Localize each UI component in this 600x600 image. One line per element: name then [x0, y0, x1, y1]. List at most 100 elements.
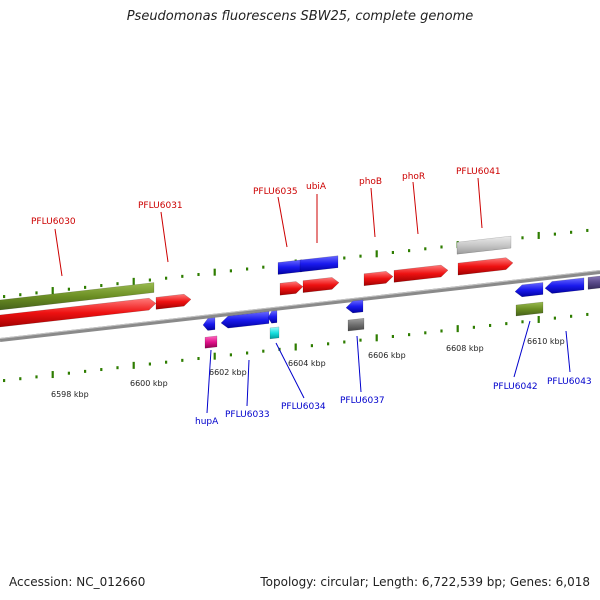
inner-ruler-tick [19, 377, 22, 381]
genome-backbone-highlight [0, 270, 600, 339]
gene-features [0, 235, 600, 349]
inner-ruler-tick [213, 352, 216, 360]
feature-olive-6042 [515, 301, 544, 317]
accession-text: Accession: NC_012660 [9, 575, 146, 589]
gene-label-phoB[interactable]: phoB [359, 177, 382, 187]
outer-ruler-tick [440, 245, 443, 249]
outer-ruler-tick [51, 287, 54, 295]
inner-ruler-tick [408, 333, 411, 337]
scale-label-6608: 6608 kbp [446, 344, 484, 353]
feature-cds-PFLU6037 [345, 299, 364, 314]
feature-gray-6037 [347, 317, 365, 332]
inner-ruler-tick [456, 325, 459, 333]
inner-ruler-tick [181, 358, 184, 362]
inner-ruler-tick [375, 334, 378, 342]
outer-ruler-tick [197, 273, 200, 277]
feature-cds-phoR [393, 264, 449, 283]
gene-label-PFLU6030[interactable]: PFLU6030 [31, 217, 76, 227]
inner-ruler-tick [84, 369, 87, 373]
outer-ruler-tick [67, 287, 70, 291]
feature-cds-PFLU6041 [457, 257, 514, 276]
inner-ruler-tick [570, 314, 573, 318]
scale-label-6598: 6598 kbp [51, 390, 89, 399]
feature-cds-ubiA [302, 277, 340, 293]
outer-ruler-tick [165, 276, 168, 280]
scale-label-6610: 6610 kbp [527, 337, 565, 346]
gene-label-PFLU6035[interactable]: PFLU6035 [253, 187, 298, 197]
feature-cds-PFLU6033 [220, 311, 270, 329]
outer-ruler-tick [213, 268, 216, 276]
outer-ruler-tick [343, 256, 346, 260]
inner-ruler-tick [262, 349, 265, 353]
inner-ruler-tick [165, 360, 168, 364]
inner-ruler-tick [586, 312, 589, 316]
inner-ruler-tick [310, 344, 313, 348]
genome-summary-text: Topology: circular; Length: 6,722,539 bp… [260, 575, 590, 589]
gene-label-PFLU6042[interactable]: PFLU6042 [493, 382, 538, 392]
scale-label-6600: 6600 kbp [130, 379, 168, 388]
scale-label-6606: 6606 kbp [368, 351, 406, 360]
inner-ruler-tick [116, 366, 119, 370]
feature-cds-PFLU6035 [279, 281, 304, 296]
outer-ruler-tick [408, 249, 411, 253]
gene-label-PFLU6043[interactable]: PFLU6043 [547, 377, 592, 387]
inner-ruler-tick [148, 362, 151, 366]
outer-ruler-tick [537, 231, 540, 239]
inner-ruler-tick [3, 379, 6, 383]
gene-label-PFLU6033[interactable]: PFLU6033 [225, 410, 270, 420]
genome-backbone [0, 270, 600, 342]
feature-gray-6041 [456, 235, 512, 255]
inner-ruler-tick [472, 325, 475, 329]
outer-ruler-tick [3, 295, 6, 299]
feature-cds-PFLU6030 [0, 297, 157, 328]
gene-label-PFLU6041[interactable]: PFLU6041 [456, 167, 501, 177]
scale-label-6602: 6602 kbp [209, 368, 247, 377]
inner-ruler-tick [505, 322, 508, 326]
gene-label-PFLU6037[interactable]: PFLU6037 [340, 396, 385, 406]
inner-ruler-tick [51, 371, 54, 379]
feature-cds-PFLU6034 [267, 310, 278, 324]
feature-blue-6035 [277, 259, 303, 275]
inner-ruler-ticks [3, 312, 589, 383]
outer-ruler-tick [586, 228, 589, 232]
inner-ruler-tick [229, 353, 232, 357]
outer-ruler-tick [262, 265, 265, 269]
outer-ruler-tick [148, 278, 151, 282]
outer-ruler-tick [181, 274, 184, 278]
feature-cds-PFLU6043 [544, 277, 585, 294]
outer-ruler-tick [359, 254, 362, 258]
inner-ruler-tick [67, 371, 70, 375]
outer-ruler-tick [424, 247, 427, 251]
reverse-gene-labels: hupA PFLU6033 PFLU6034 PFLU6037 PFLU6042… [195, 320, 592, 427]
inner-ruler-tick [553, 316, 556, 320]
gene-label-phoR[interactable]: phoR [402, 172, 425, 182]
inner-ruler-tick [489, 323, 492, 327]
inner-ruler-tick [537, 315, 540, 323]
outer-ruler-tick [553, 232, 556, 236]
inner-ruler-tick [246, 351, 249, 355]
outer-ruler-tick [35, 291, 38, 295]
feature-pink-hupA [204, 335, 218, 349]
inner-ruler-tick [100, 368, 103, 372]
feature-cds-PFLU6031 [155, 293, 192, 310]
inner-ruler-tick [391, 334, 394, 338]
gene-label-ubiA[interactable]: ubiA [306, 182, 327, 192]
inner-ruler-tick [359, 338, 362, 342]
gene-label-hupA[interactable]: hupA [195, 417, 219, 427]
outer-ruler-tick [84, 285, 87, 289]
gene-label-PFLU6031[interactable]: PFLU6031 [138, 201, 183, 211]
feature-cds-PFLU6042 [514, 282, 544, 298]
feature-cds-slate-edge [587, 275, 600, 290]
scale-labels: 6598 kbp 6600 kbp 6602 kbp 6604 kbp 6606… [51, 337, 565, 399]
outer-ruler-tick [521, 236, 524, 240]
gene-label-PFLU6034[interactable]: PFLU6034 [281, 402, 326, 412]
inner-ruler-tick [327, 342, 330, 346]
outer-ruler-tick [375, 250, 378, 258]
scale-label-6604: 6604 kbp [288, 359, 326, 368]
feature-blue-ubiA [299, 255, 339, 273]
inner-ruler-tick [521, 320, 524, 324]
outer-ruler-tick [19, 293, 22, 297]
outer-ruler-tick [100, 284, 103, 288]
